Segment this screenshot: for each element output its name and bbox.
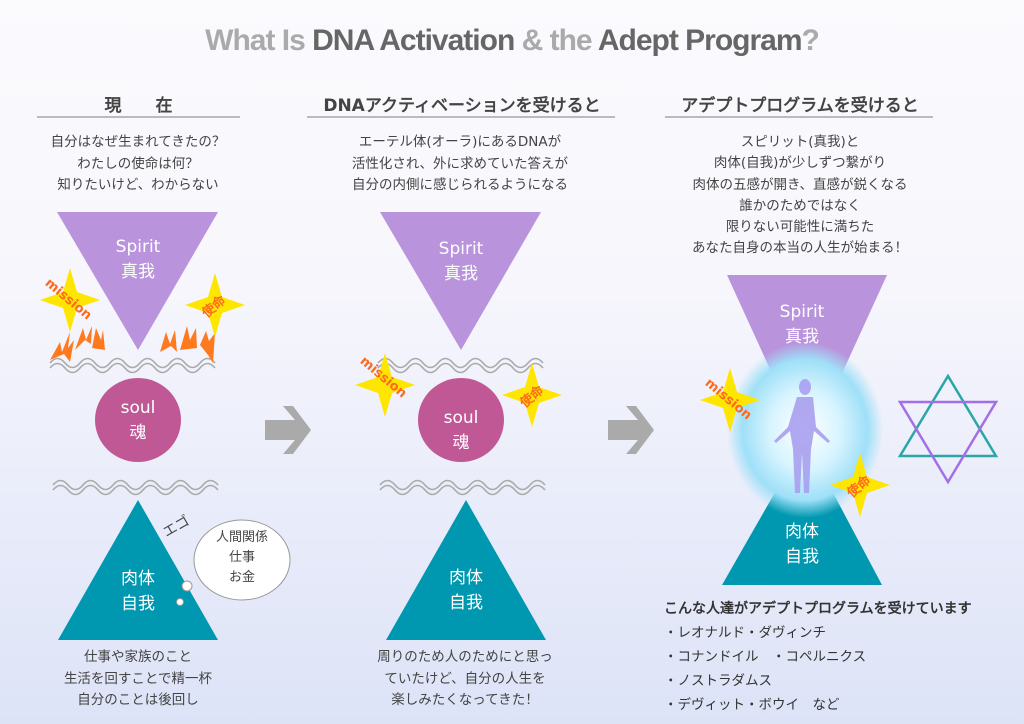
column-header-current: 現 在 bbox=[104, 96, 173, 116]
spirit-triangle bbox=[380, 212, 541, 350]
description-current: 自分はなぜ生まれてきたの？わたしの使命は何？知りたいけど、わからない bbox=[50, 134, 226, 193]
description-dna: エーテル体(オーラ)にあるDNAが活性化され、外に求めていた答えが自分の内側に感… bbox=[351, 134, 569, 193]
human-figure-icon bbox=[774, 379, 830, 493]
spirit-triangle bbox=[57, 212, 218, 350]
body-label: 肉体自我 bbox=[785, 522, 819, 567]
people-list: こんな人達がアデプトプログラムを受けています ・レオナルド・ダヴィンチ ・コナン… bbox=[664, 597, 972, 717]
divider bbox=[665, 116, 933, 118]
lightning-icon bbox=[50, 326, 215, 363]
description-adept: スピリット(真我)と肉体(自我)が少しずつ繋がり肉体の五感が開き、直感が鋭くなる… bbox=[692, 134, 908, 257]
divider bbox=[307, 116, 615, 118]
list-item: ・コナンドイル ・コペルニクス bbox=[664, 649, 867, 665]
bottom-text-dna: 周りのため人のためにと思っていたけど、自分の人生を楽しみたくなってきた！ bbox=[377, 649, 553, 708]
soul-circle bbox=[95, 378, 181, 462]
list-item: ・デヴィット・ボウイ など bbox=[664, 697, 840, 713]
list-item: ・ノストラダムス bbox=[664, 673, 772, 689]
wavy-line bbox=[49, 357, 216, 374]
body-label: 肉体自我 bbox=[449, 568, 483, 613]
cloud-text: 人間関係仕事お金 bbox=[215, 530, 268, 585]
divider bbox=[37, 116, 240, 118]
list-item: ・レオナルド・ダヴィンチ bbox=[664, 625, 826, 641]
star-of-david-icon bbox=[897, 373, 999, 485]
arrow-right-icon bbox=[265, 406, 311, 454]
wavy-line bbox=[52, 479, 219, 496]
soul-circle bbox=[418, 378, 504, 462]
body-label: 肉体自我 bbox=[121, 569, 155, 614]
body-triangle bbox=[386, 500, 546, 640]
column-header-adept: アデプトプログラムを受けると bbox=[681, 96, 919, 116]
page-title: What Is DNA Activation & the Adept Progr… bbox=[205, 24, 820, 57]
thought-bubble-icon bbox=[176, 519, 291, 606]
wavy-line bbox=[379, 479, 546, 496]
arrow-right-icon bbox=[608, 406, 654, 454]
people-heading: こんな人達がアデプトプログラムを受けています bbox=[664, 601, 972, 617]
column-header-dna: DNAアクティベーションを受けると bbox=[323, 96, 601, 116]
wavy-line bbox=[377, 357, 544, 374]
bottom-text-current: 仕事や家族のこと生活を回すことで精一杯自分のことは後回し bbox=[63, 649, 213, 708]
